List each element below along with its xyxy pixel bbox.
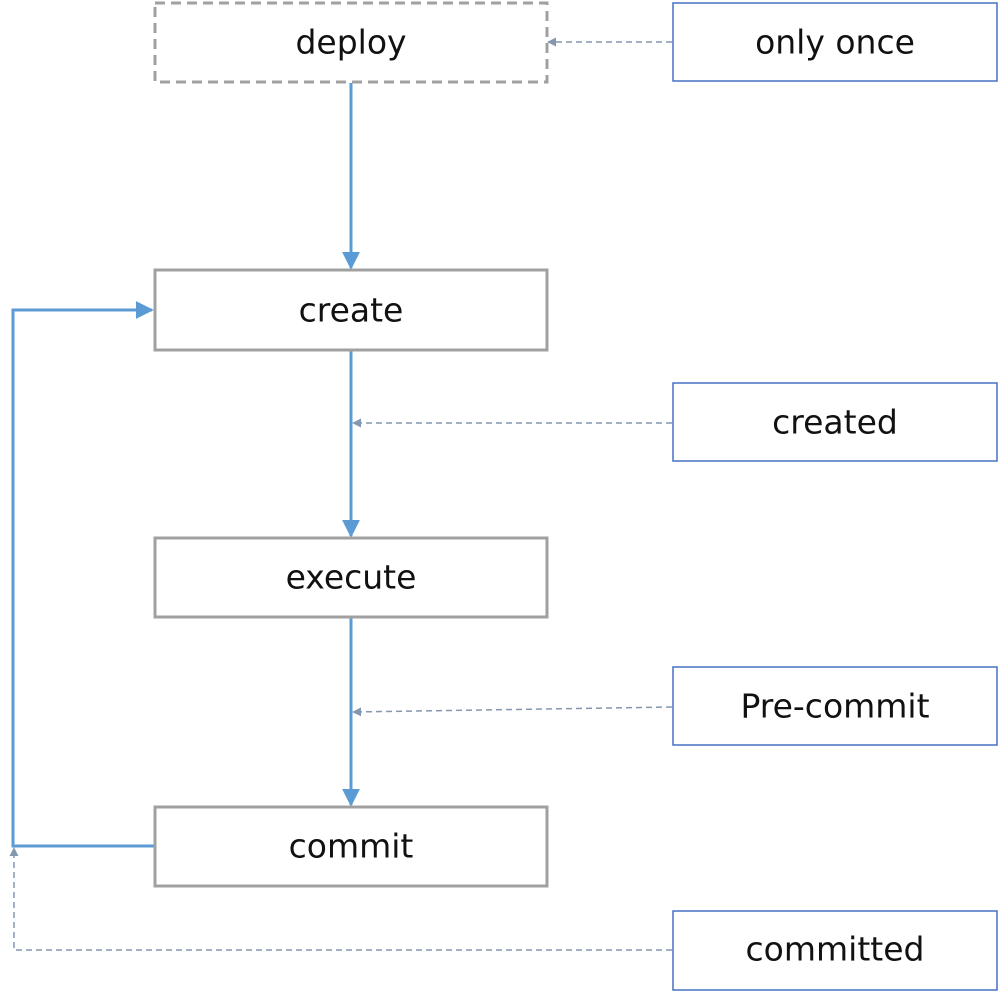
event-only-once-box bbox=[672, 2, 998, 82]
flow-arrow-commit-loop-to-create bbox=[11, 301, 155, 848]
event-arrow-pre-commit bbox=[352, 706, 673, 717]
step-create-label: create bbox=[299, 291, 404, 330]
step-execute: execute bbox=[153, 536, 549, 619]
event-committed-box bbox=[672, 910, 998, 991]
event-created-label: created bbox=[772, 403, 898, 442]
event-only-once-label: only once bbox=[755, 23, 915, 62]
event-created: created bbox=[672, 382, 998, 462]
step-commit-box bbox=[153, 805, 549, 888]
event-committed-label: committed bbox=[746, 930, 925, 969]
event-pre-commit: Pre-commit bbox=[672, 666, 998, 746]
step-deploy-label: deploy bbox=[295, 23, 406, 62]
event-pre-commit-box bbox=[672, 666, 998, 746]
step-execute-box bbox=[153, 536, 549, 619]
step-create: create bbox=[153, 268, 549, 352]
event-created-box bbox=[672, 382, 998, 462]
step-commit: commit bbox=[153, 805, 549, 888]
event-arrow-committed bbox=[9, 847, 672, 951]
step-commit-label: commit bbox=[289, 827, 414, 866]
step-deploy: deploy bbox=[153, 1, 549, 84]
step-execute-label: execute bbox=[286, 558, 417, 597]
event-committed: committed bbox=[672, 910, 998, 991]
step-create-box bbox=[153, 268, 549, 352]
event-pre-commit-label: Pre-commit bbox=[740, 687, 929, 726]
step-deploy-box bbox=[153, 1, 549, 84]
event-only-once: only once bbox=[672, 2, 998, 82]
